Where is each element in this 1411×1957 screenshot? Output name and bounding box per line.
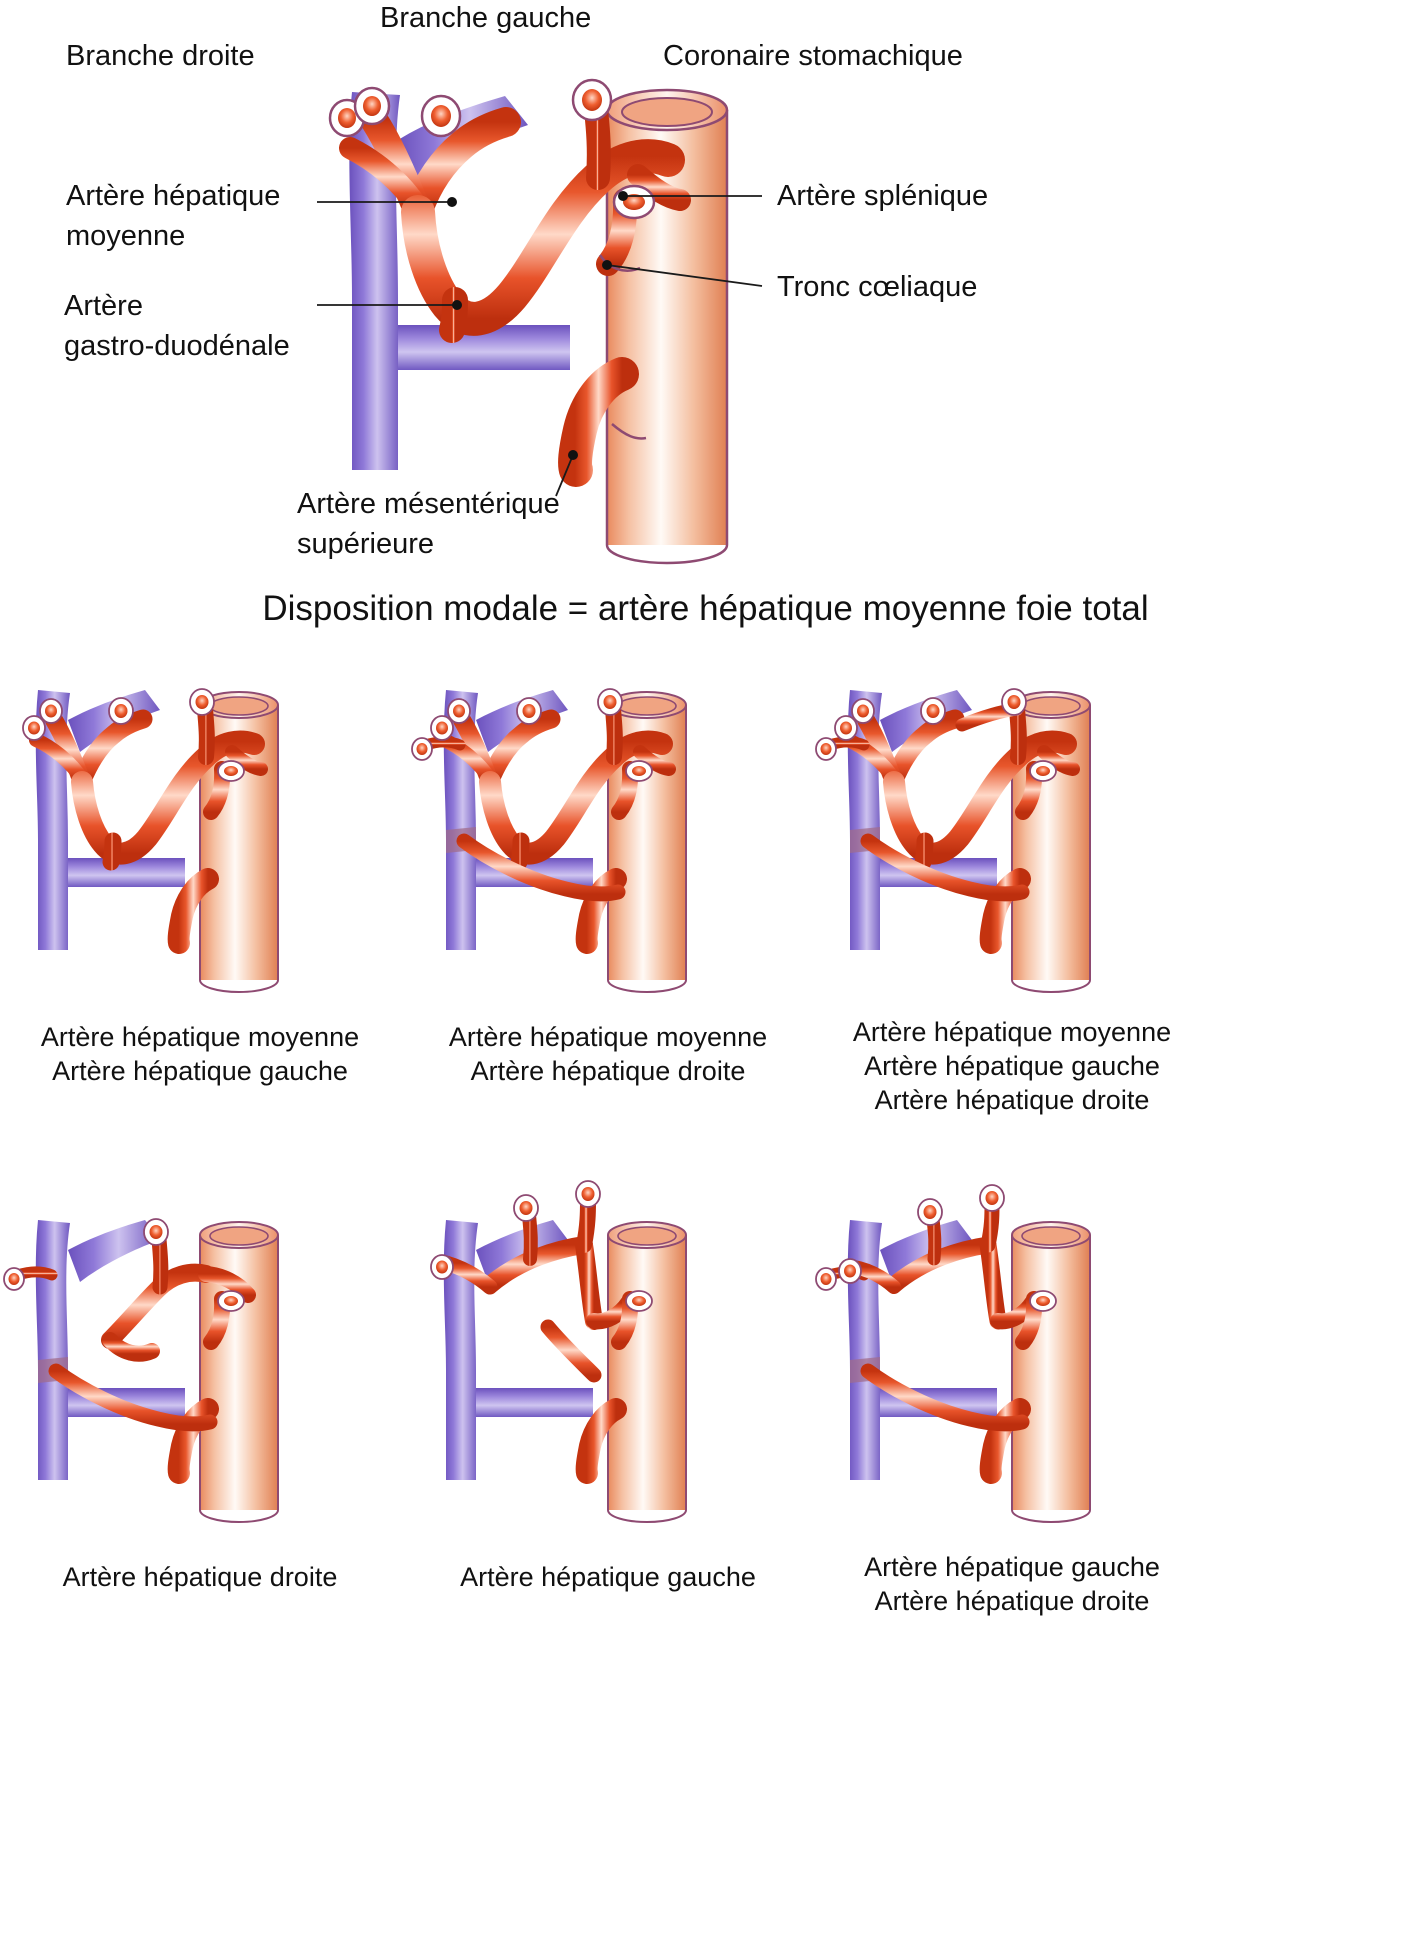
caption-line: Artère hépatique droite xyxy=(470,1056,746,1086)
variant-5-svg xyxy=(430,1180,687,1523)
artery-stump-rings xyxy=(815,688,1057,782)
variant-panel-5: Artère hépatique gauche xyxy=(408,1175,808,1615)
hepatic-artery xyxy=(438,1193,639,1484)
aorta-cylinder xyxy=(1011,1221,1091,1523)
page-title: Disposition modale = artère hépatique mo… xyxy=(262,589,1149,628)
artery-stump-rings xyxy=(411,688,653,782)
artery-stump-rings xyxy=(430,1180,653,1312)
superior-mesenteric-artery xyxy=(558,357,647,487)
variant-panel-1: Artère hépatique moyenne Artère hépatiqu… xyxy=(0,645,400,1088)
hepatic-artery xyxy=(824,701,1080,954)
label-artere-gastro-duodenale: Artère gastro-duodénale xyxy=(64,290,290,362)
label-artere-hepatique-moyenne: Artère hépatique moyenne xyxy=(66,180,281,252)
main-anatomy-figure: Branche gauche Branche droite Coronaire … xyxy=(0,0,1411,580)
artery-stump-rings xyxy=(328,78,656,220)
label-branche-gauche: Branche gauche xyxy=(380,2,592,34)
aorta-cylinder xyxy=(607,1221,687,1523)
variant-panel-2: Artère hépatique moyenne Artère hépatiqu… xyxy=(408,645,808,1088)
variant-panel-6: Artère hépatique gauche Artère hépatique… xyxy=(812,1175,1212,1618)
label-tronc-coeliaque: Tronc cœliaque xyxy=(777,271,978,303)
caption-line: Artère hépatique gauche xyxy=(864,1552,1160,1582)
portal-vein xyxy=(443,1220,593,1480)
variant-panel-3: Artère hépatique moyenne Artère hépatiqu… xyxy=(812,645,1212,1115)
label-artere-mesenterique-superieure: Artère mésentérique supérieure xyxy=(297,488,560,560)
caption-line: Artère hépatique moyenne xyxy=(852,1017,1172,1047)
variant-5-caption: Artère hépatique gauche xyxy=(408,1560,808,1594)
variant-6-svg xyxy=(815,1184,1091,1523)
label-coronaire-stomachique: Coronaire stomachique xyxy=(663,40,963,72)
leader-lines xyxy=(317,195,763,497)
artery-stump-rings xyxy=(3,1218,245,1312)
caption-line: Artère hépatique gauche xyxy=(460,1562,756,1592)
hepatic-artery xyxy=(420,701,676,954)
variant-2-svg xyxy=(411,688,687,993)
variant-3-svg xyxy=(815,688,1091,993)
caption-line: Artère hépatique gauche xyxy=(52,1056,348,1086)
variant-panel-4: Artère hépatique droite xyxy=(0,1175,400,1615)
caption-line: Artère hépatique moyenne xyxy=(448,1022,768,1052)
caption-line: Artère hépatique moyenne xyxy=(40,1022,360,1052)
main-figure-svg xyxy=(317,78,763,565)
label-branche-droite: Branche droite xyxy=(66,40,255,72)
variant-1-svg xyxy=(22,688,279,993)
artery-stump-rings xyxy=(815,1184,1057,1312)
caption-line: Artère hépatique gauche xyxy=(864,1051,1160,1081)
label-artere-splenique: Artère splénique xyxy=(777,180,989,212)
caption-line: Artère hépatique droite xyxy=(874,1586,1150,1616)
variant-4-svg xyxy=(3,1218,279,1523)
aorta-cylinder xyxy=(199,1221,279,1523)
variant-1-caption: Artère hépatique moyenne Artère hépatiqu… xyxy=(0,1020,400,1088)
artery-stump-rings xyxy=(22,688,245,782)
caption-line: Artère hépatique droite xyxy=(874,1085,1150,1115)
caption-line: Artère hépatique droite xyxy=(62,1562,338,1592)
variant-6-caption: Artère hépatique gauche Artère hépatique… xyxy=(812,1550,1212,1618)
variant-2-caption: Artère hépatique moyenne Artère hépatiqu… xyxy=(408,1020,808,1088)
variant-3-caption: Artère hépatique moyenne Artère hépatiqu… xyxy=(812,1015,1212,1117)
leader-dots xyxy=(447,191,628,460)
hepatic-artery xyxy=(12,1231,256,1484)
variant-4-caption: Artère hépatique droite xyxy=(0,1560,400,1594)
